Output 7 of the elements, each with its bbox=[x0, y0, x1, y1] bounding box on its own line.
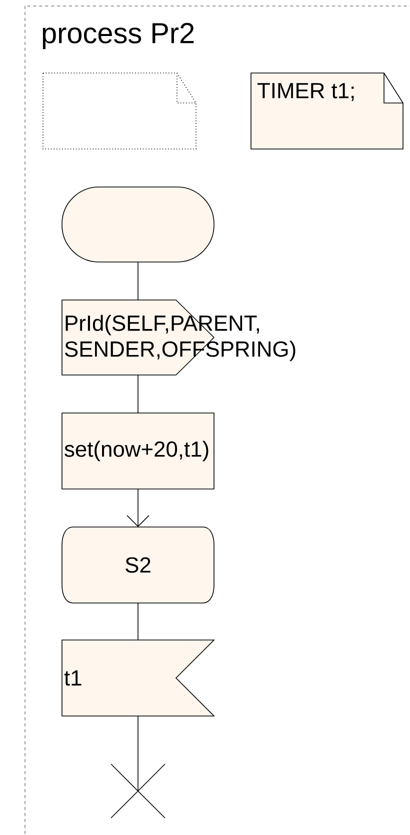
task-box: set(now+20,t1) bbox=[62, 412, 214, 490]
note-outline bbox=[42, 72, 196, 150]
connector bbox=[126, 488, 150, 527]
text-note: TIMER t1; bbox=[250, 72, 404, 150]
stop-symbol bbox=[110, 764, 166, 818]
start-symbol bbox=[62, 186, 214, 262]
process-title: process Pr2 bbox=[42, 22, 194, 50]
